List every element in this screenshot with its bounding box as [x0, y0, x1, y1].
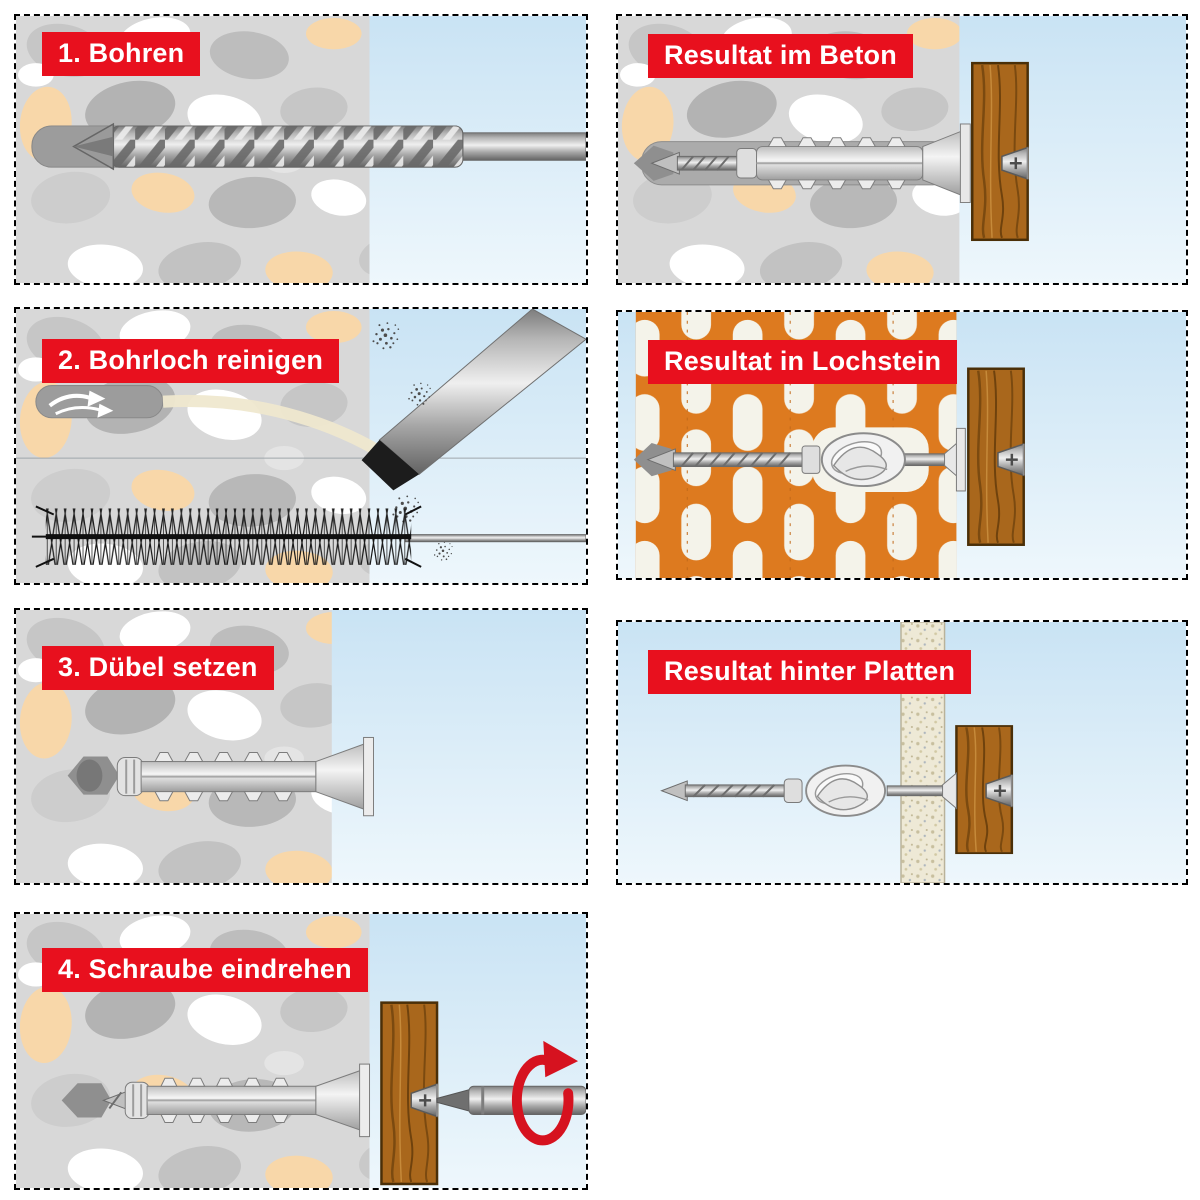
panel-step-4: 4. Schraube eindrehen: [14, 912, 588, 1190]
rotation-arrow-icon: [511, 1040, 579, 1146]
flange: [944, 427, 966, 492]
blow-out-pump: [361, 309, 586, 491]
cleaning-illustration: [16, 309, 586, 583]
screw: [650, 151, 740, 175]
screw: [660, 778, 948, 804]
step-label: 3. Dübel setzen: [42, 646, 274, 690]
panel-step-1: 1. Bohren: [14, 14, 588, 285]
step-label: 4. Schraube eindrehen: [42, 948, 368, 992]
step-label-text: 3. Dübel setzen: [58, 652, 258, 682]
panel-step-2: 2. Bohrloch reinigen: [14, 307, 588, 585]
wall-plug: [116, 736, 374, 817]
panel-result-board: Resultat hinter Platten: [616, 620, 1188, 885]
result-concrete-illustration: [618, 16, 1186, 283]
step-label: 2. Bohrloch reinigen: [42, 339, 340, 383]
air-arrows: [48, 390, 114, 418]
flange: [942, 772, 957, 810]
result-label-text: Resultat im Beton: [664, 40, 897, 70]
screwdriver: [436, 1085, 586, 1115]
panel-step-3: 3. Dübel setzen: [14, 608, 588, 885]
drill-illustration: [16, 16, 586, 283]
wall-plug: [124, 1063, 371, 1138]
hole-shadow: [76, 759, 103, 792]
knotted-plug: [805, 764, 887, 817]
panel-result-concrete: Resultat im Beton: [616, 14, 1188, 285]
screwdriving-illustration: [16, 914, 586, 1188]
step-label: 1. Bohren: [42, 32, 201, 76]
step-label-text: 1. Bohren: [58, 38, 185, 68]
result-label-text: Resultat hinter Platten: [664, 656, 956, 686]
plug-insert-illustration: [16, 610, 586, 883]
step-label-text: 4. Schraube eindrehen: [58, 954, 352, 984]
knotted-plug: [820, 432, 906, 488]
step-label-text: 2. Bohrloch reinigen: [58, 345, 324, 375]
result-label: Resultat hinter Platten: [648, 650, 972, 694]
result-label: Resultat in Lochstein: [648, 340, 958, 384]
masonry-drill-bit: [72, 122, 586, 171]
screw: [646, 445, 959, 474]
panel-result-hollow-brick: Resultat in Lochstein: [616, 310, 1188, 580]
drill-hole: [61, 1083, 112, 1118]
result-label-text: Resultat in Lochstein: [664, 346, 942, 376]
result-label: Resultat im Beton: [648, 34, 913, 78]
wall-plug: [736, 123, 971, 203]
cleaning-brush: [31, 505, 586, 568]
